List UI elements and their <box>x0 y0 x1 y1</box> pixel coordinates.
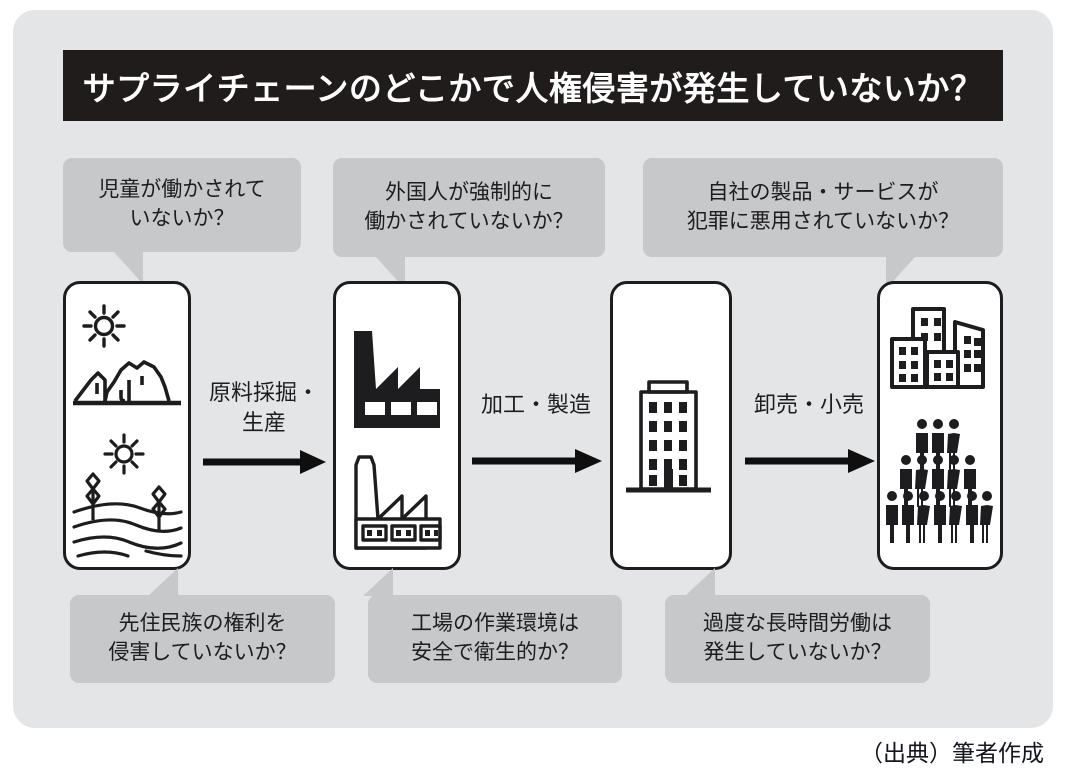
stage-card-raw-material <box>63 281 191 570</box>
arrow-icon <box>472 449 602 473</box>
flow-arrow-label-line: 卸売・小売 <box>753 392 864 417</box>
callout-tail-icon <box>363 568 393 596</box>
crowd-people-icon <box>886 419 993 543</box>
mining-mountain-icon <box>73 360 171 403</box>
callout-line: 発生していないか？ <box>703 641 892 664</box>
callout-line: 自社の製品・サービスが <box>707 180 939 204</box>
callout-tail-icon <box>685 568 715 596</box>
stage-icons-raw-material <box>72 304 183 558</box>
source-note: （出典）筆者作成 <box>860 740 1044 766</box>
callout-line: 児童が働かされて <box>98 178 266 202</box>
factory-solid-icon <box>354 331 440 428</box>
plant-icon <box>85 472 167 531</box>
factory-outline-icon <box>354 455 442 550</box>
sun-icon <box>82 304 126 348</box>
flow-arrow-wholesale-retail: 卸売・小売 <box>735 390 883 480</box>
callout-line: 働かされていないか？ <box>364 209 574 233</box>
callout-child-labor: 児童が働かされて いないか？ <box>63 158 301 284</box>
callout-line: 先住民族の権利を <box>118 612 287 636</box>
flow-arrow-label: 生産 <box>195 408 333 437</box>
callout-forced-foreign-labor: 外国人が強制的に 働かされていないか？ <box>333 158 605 289</box>
callout-factory-safety: 工場の作業環境は 安全で衛生的か？ <box>363 568 622 683</box>
stage-icons-manufacturing <box>354 331 442 550</box>
page-title: サプライチェーンのどこかで人権侵害が発生していないか？ <box>82 69 984 107</box>
flow-arrow-label: 原料採掘・ <box>195 378 333 407</box>
stage-icons-retail-consumer <box>886 307 993 543</box>
callout-line: 犯罪に悪用されていないか？ <box>686 209 960 233</box>
callout-tail-icon <box>148 568 178 596</box>
farm-field-icon <box>72 502 183 558</box>
sun-icon <box>103 433 145 475</box>
flow-arrow-label-line: 原料採掘・ <box>208 380 319 405</box>
callout-line: 外国人が強制的に <box>385 180 553 204</box>
arrow-icon <box>745 449 875 473</box>
callout-line: いないか？ <box>129 207 235 230</box>
callout-line: 安全で衛生的か？ <box>411 641 579 664</box>
stage-card-retail-consumer <box>877 281 1003 570</box>
callout-line: 侵害していないか？ <box>108 641 297 664</box>
flow-arrow-label: 加工・製造 <box>462 390 610 419</box>
office-windows-icon <box>649 402 687 489</box>
stage-card-manufacturing <box>333 281 461 570</box>
callout-line: 過度な長時間労働は <box>703 612 892 636</box>
stage-card-company-office <box>610 281 732 570</box>
callout-product-misuse: 自社の製品・サービスが 犯罪に悪用されていないか？ <box>643 158 1003 289</box>
flow-arrow-processing-manufacturing: 加工・製造 <box>462 390 610 480</box>
callout-excessive-overtime: 過度な長時間労働は 発生していないか？ <box>665 568 930 683</box>
office-building-icon <box>626 380 711 493</box>
figure-title-bar: サプライチェーンのどこかで人権侵害が発生していないか？ <box>63 50 1003 121</box>
arrow-icon <box>203 450 326 474</box>
flow-arrow-label-line: 加工・製造 <box>480 392 591 417</box>
flow-arrow-extraction-production: 原料採掘・ 生産 <box>195 378 333 478</box>
callout-line: 工場の作業環境は <box>411 612 579 636</box>
city-windows-icon <box>899 318 981 382</box>
stage-icons-company-office <box>626 380 711 493</box>
flow-arrow-label-line: 生産 <box>241 410 286 435</box>
callout-tail-icon <box>113 251 143 284</box>
flow-arrow-label: 卸売・小売 <box>735 390 883 419</box>
callout-indigenous-rights: 先住民族の権利を 侵害していないか？ <box>70 568 335 683</box>
